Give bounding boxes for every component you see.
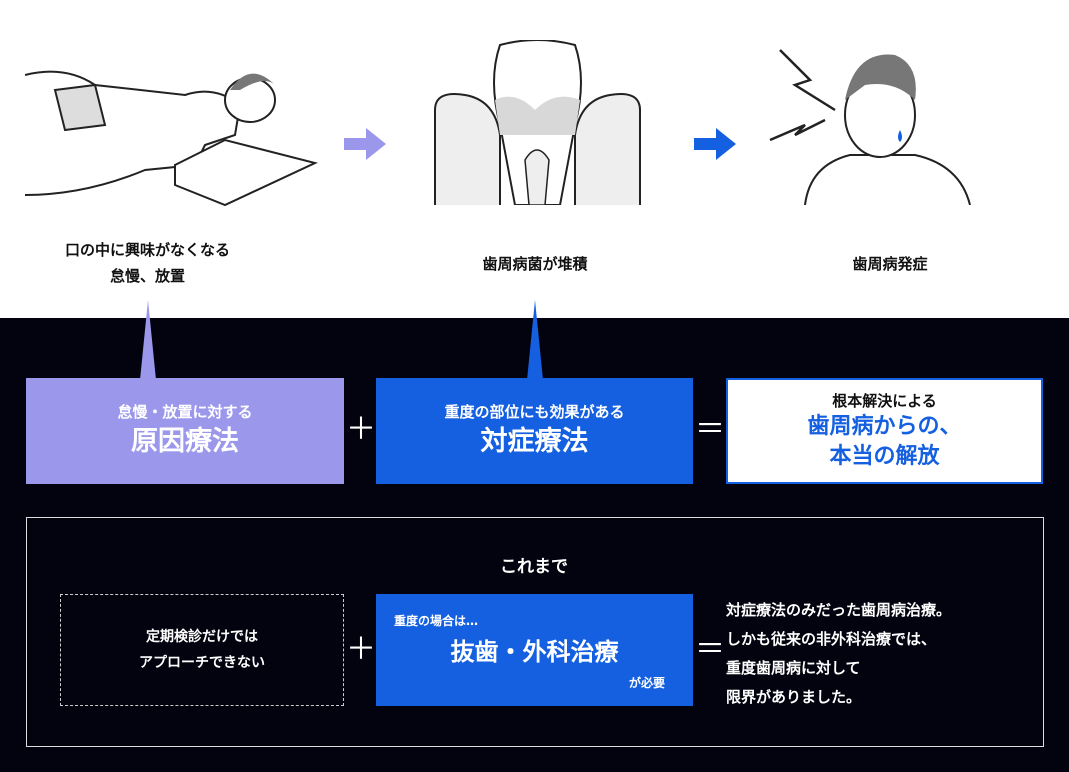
result-title-line2: 本当の解放 xyxy=(829,444,940,469)
tooth-plaque-illustration xyxy=(434,40,641,205)
equals-sign: ＝ xyxy=(695,632,725,667)
surgery-box: 重度の場合は… 抜歯・外科治療 が必要 xyxy=(376,594,693,706)
previous-panel xyxy=(26,517,1044,747)
result-title-line1: 歯周病からの、 xyxy=(807,414,962,439)
arrow-right-icon xyxy=(344,128,386,160)
result-line: しかも従来の非外科治療では、 xyxy=(726,630,937,648)
step-caption-neglect: 口の中に興味がなくなる 怠慢、放置 xyxy=(20,237,275,289)
symptom-title: 対症療法 xyxy=(480,426,589,457)
plus-sign: ＋ xyxy=(346,412,376,447)
arrow-right-icon xyxy=(694,128,736,160)
cause-therapy-box: 怠慢・放置に対する 原因療法 xyxy=(26,378,344,484)
result-box: 根本解決による 歯周病からの、 本当の解放 xyxy=(726,378,1043,484)
surgery-title: 抜歯・外科治療 xyxy=(450,638,619,666)
toothache-person-illustration xyxy=(769,49,971,205)
result-sub: 根本解決による xyxy=(832,392,937,410)
checkup-box: 定期検診だけでは アプローチできない xyxy=(60,594,344,706)
cause-sub: 怠慢・放置に対する xyxy=(117,403,253,421)
result-line: 対症療法のみだった歯周病治療。 xyxy=(726,601,952,619)
lying-person-illustration xyxy=(25,70,318,207)
pointer-purple xyxy=(140,300,156,380)
caption-line: 怠慢、放置 xyxy=(109,267,185,285)
pointer-blue xyxy=(527,300,543,380)
step-caption-bacteria: 歯周病菌が堆積 xyxy=(482,255,588,273)
previous-heading: これまで xyxy=(500,557,568,577)
equals-sign: ＝ xyxy=(695,412,725,447)
checkup-line1: 定期検診だけでは xyxy=(146,629,258,645)
result-line: 重度歯周病に対して xyxy=(726,659,861,677)
step-caption-onset: 歯周病発症 xyxy=(852,255,928,273)
top-section: 口の中に興味がなくなる 怠慢、放置 歯周病菌が堆積 歯周病発症 xyxy=(0,0,1069,318)
surgery-note: 重度の場合は… xyxy=(394,614,479,628)
caption-line: 口の中に興味がなくなる xyxy=(64,241,230,259)
checkup-line2: アプローチできない xyxy=(139,655,265,671)
cause-title: 原因療法 xyxy=(131,426,239,457)
symptom-therapy-box: 重度の部位にも効果がある 対症療法 xyxy=(376,378,693,484)
symptom-sub: 重度の部位にも効果がある xyxy=(444,403,625,421)
surgery-suffix: が必要 xyxy=(628,676,665,690)
previous-result-text: 対症療法のみだった歯周病治療。 しかも従来の非外科治療では、 重度歯周病に対して… xyxy=(726,596,951,712)
plus-sign: ＋ xyxy=(346,632,376,667)
result-line: 限界がありました。 xyxy=(726,688,862,706)
